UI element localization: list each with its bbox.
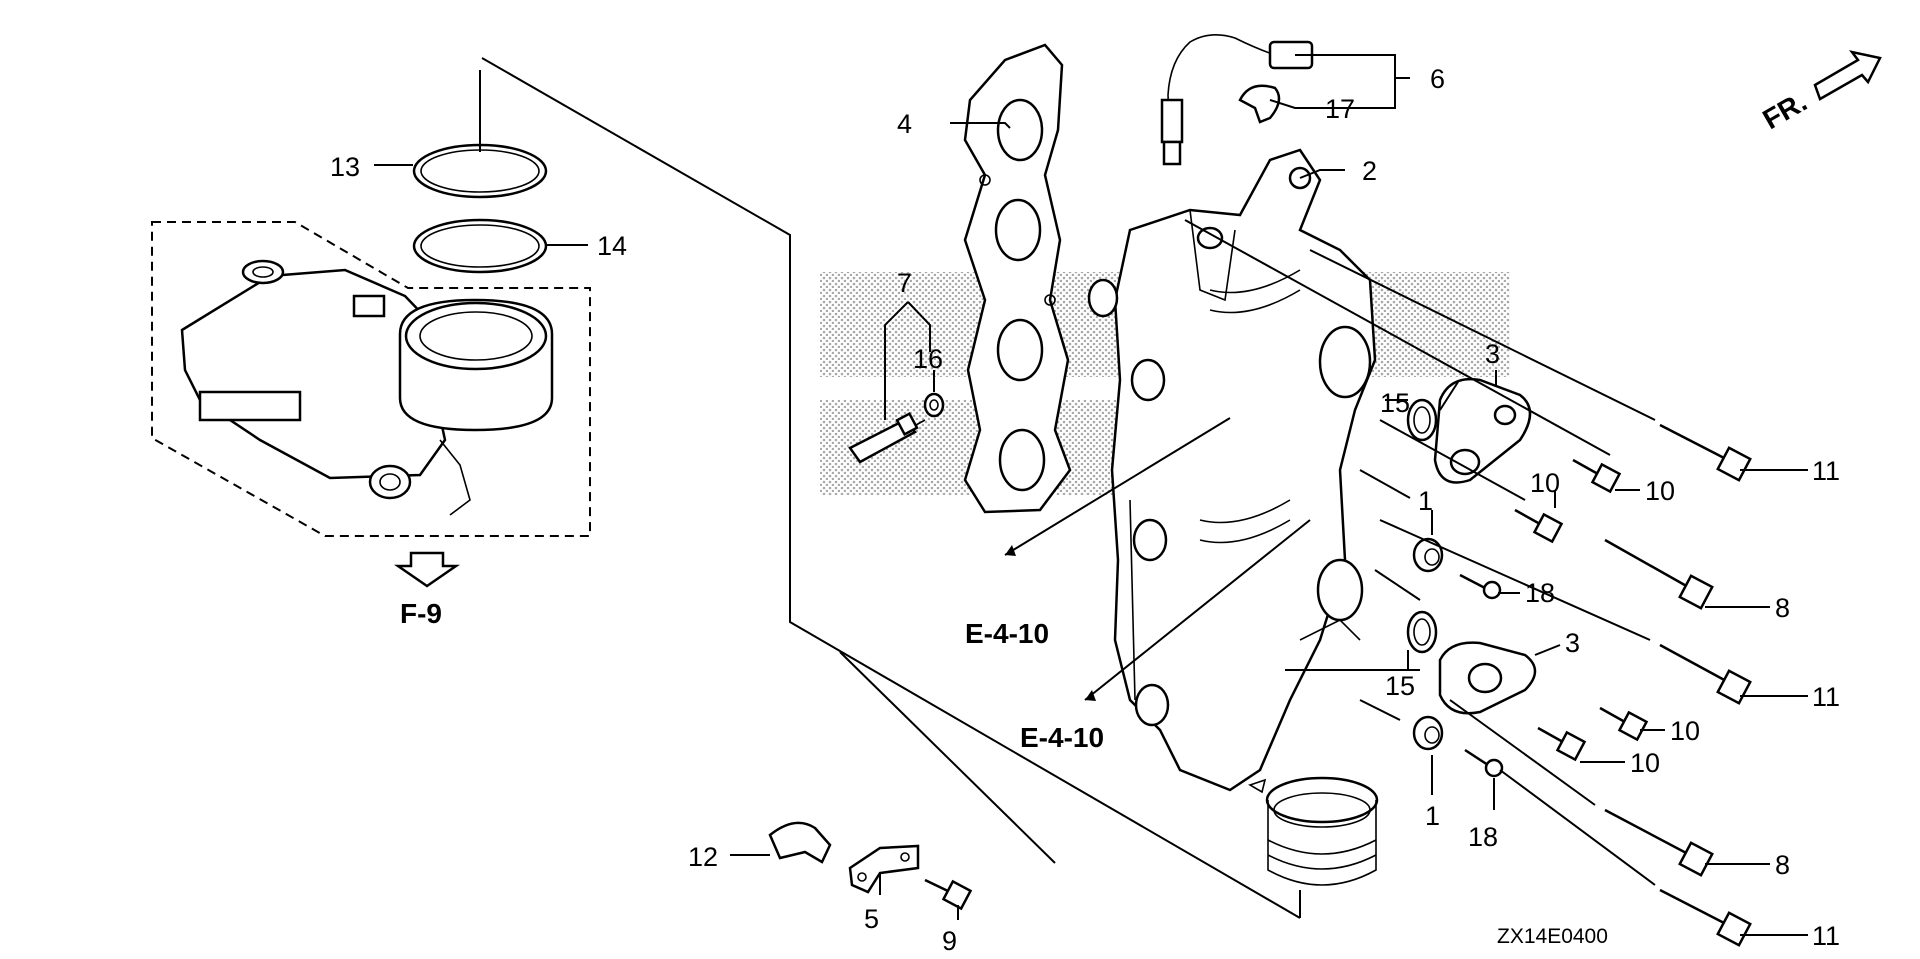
callout-11-c: 11 (1812, 921, 1840, 951)
bolt-11-c (1659, 888, 1752, 947)
bolt-10-b (1514, 508, 1564, 544)
bolt-11-a (1659, 423, 1752, 482)
down-arrow-icon (393, 551, 461, 588)
ring-14 (412, 143, 548, 199)
bolt-11-b (1659, 643, 1752, 705)
callout-2: 2 (1362, 156, 1377, 186)
callout-7: 7 (897, 268, 912, 298)
reference-e-4-10-upper: E-4-10 (965, 618, 1049, 649)
thermostat-cover-group (151, 221, 591, 537)
bolt-18-a (1459, 573, 1502, 600)
callout-5: 5 (864, 904, 879, 934)
gasket-4 (963, 43, 1072, 514)
callout-8-b: 8 (1775, 850, 1790, 880)
callout-12: 12 (688, 842, 718, 872)
flange-3-lower (1438, 641, 1537, 715)
callout-3-lower: 3 (1565, 628, 1580, 658)
bolts (924, 423, 1752, 947)
callouts: 13 14 4 7 16 6 17 2 3 15 11 10 10 1 18 8… (330, 64, 1840, 956)
washer-16 (923, 392, 945, 418)
group-bracket-lines (481, 57, 1301, 919)
bolt-18-b (1464, 748, 1504, 778)
clip-12 (768, 821, 832, 864)
reference-arrows (1004, 417, 1311, 701)
callout-10-c: 10 (1670, 716, 1700, 746)
callout-17: 17 (1325, 94, 1355, 124)
callout-3-upper: 3 (1485, 339, 1500, 369)
spacer-1 (1412, 537, 1444, 751)
callout-11-b: 11 (1812, 682, 1840, 712)
callout-10-a: 10 (1645, 476, 1675, 506)
bolt-8-a (1604, 538, 1714, 610)
front-direction-arrow-icon: FR. (1758, 50, 1882, 135)
reference-labels: E-4-10 E-4-10 F-9 (400, 598, 1104, 753)
flange-3-upper (1433, 377, 1532, 484)
ring-13 (412, 218, 548, 274)
callout-11-a: 11 (1812, 456, 1840, 486)
callout-4: 4 (897, 109, 912, 139)
callout-10-b: 10 (1530, 468, 1560, 498)
bolt-10-c (1599, 706, 1649, 742)
callout-15-lower: 15 (1385, 671, 1415, 701)
reference-e-4-10-lower: E-4-10 (1020, 722, 1104, 753)
callout-1-lower: 1 (1425, 801, 1440, 831)
callout-8-a: 8 (1775, 593, 1790, 623)
callout-9: 9 (942, 926, 957, 956)
bolt-10-a (1572, 458, 1622, 494)
reference-f-9: F-9 (400, 598, 442, 629)
bolt-8-b (1604, 808, 1714, 877)
callout-13: 14 (597, 231, 627, 261)
callout-18-upper: 18 (1525, 578, 1555, 608)
callout-15-upper: 15 (1380, 388, 1410, 418)
callout-6: 6 (1430, 64, 1445, 94)
bolt-9 (924, 878, 973, 911)
leader-lines (374, 54, 1808, 936)
bracket-5 (848, 844, 920, 894)
clip-17 (1238, 84, 1281, 124)
oxygen-sensor-6 (1160, 34, 1314, 166)
diagram-code: ZX14E0400 (1497, 925, 1608, 948)
callout-10-d: 10 (1630, 748, 1660, 778)
seal-15 (1406, 398, 1438, 654)
callout-1-upper: 1 (1418, 486, 1433, 516)
callout-18-lower: 18 (1468, 822, 1498, 852)
callout-16: 16 (913, 344, 943, 374)
callout-14: 13 (330, 152, 360, 182)
bolt-10-d (1537, 726, 1587, 762)
direction-label: FR. (1758, 86, 1813, 135)
sensor-7 (848, 411, 926, 464)
exhaust-manifold-2 (1087, 148, 1379, 886)
